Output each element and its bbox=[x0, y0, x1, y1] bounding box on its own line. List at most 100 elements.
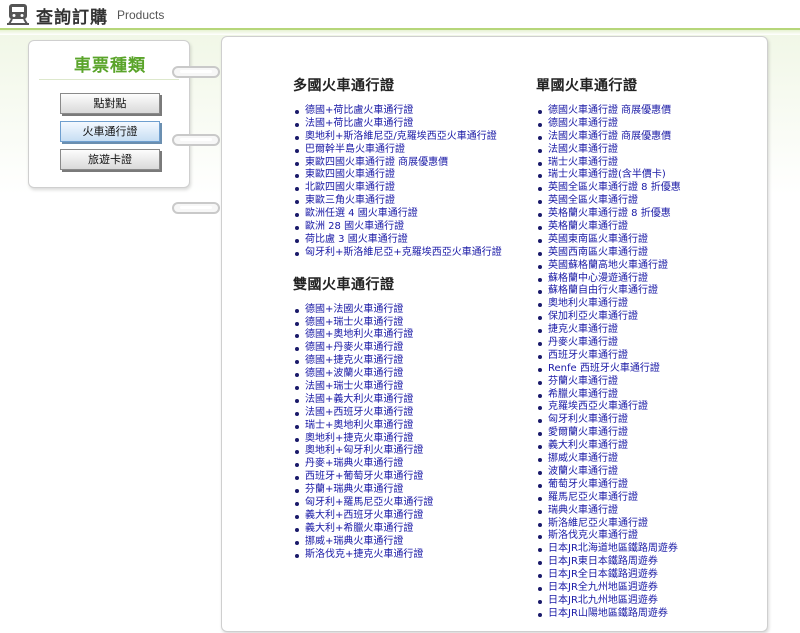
list-item: 斯洛伐克+捷克火車通行證 bbox=[293, 549, 513, 562]
list-item: 東歐四國火車通行證 商展優惠價 bbox=[293, 157, 513, 170]
list-item: 瑞士+奧地利火車通行證 bbox=[293, 420, 513, 433]
list-item: 英國東南區火車通行證 bbox=[536, 234, 756, 247]
pass-link[interactable]: 日本JR山陽地區鐵路周遊券 bbox=[548, 607, 668, 619]
pass-link[interactable]: 德國+瑞士火車通行證 bbox=[305, 316, 404, 328]
pass-link[interactable]: 奧地利+捷克火車通行證 bbox=[305, 432, 414, 444]
pass-link[interactable]: 奧地利+匈牙利火車通行證 bbox=[305, 445, 424, 457]
pass-link[interactable]: 法國+西班牙火車通行證 bbox=[305, 406, 414, 418]
pass-link[interactable]: 東歐四國火車通行證 bbox=[305, 169, 395, 181]
pass-link[interactable]: 日本JR東日本鐵路周遊券 bbox=[548, 556, 658, 568]
pass-link[interactable]: 斯洛維尼亞火車通行證 bbox=[548, 517, 648, 529]
list-item: 法國+荷比盧火車通行證 bbox=[293, 118, 513, 131]
list-item: 法國+西班牙火車通行證 bbox=[293, 407, 513, 420]
pass-link[interactable]: 德國火車通行證 商展優惠價 bbox=[548, 105, 672, 116]
pass-link[interactable]: 芬蘭+瑞典火車通行證 bbox=[305, 484, 404, 496]
single-country-list: 德國火車通行證 商展優惠價德國火車通行證法國火車通行證 商展優惠價法國火車通行證… bbox=[536, 105, 756, 621]
pass-link[interactable]: Renfe 西班牙火車通行證 bbox=[548, 362, 660, 374]
pass-link[interactable]: 挪威火車通行證 bbox=[548, 453, 618, 465]
list-item: 東歐四國火車通行證 bbox=[293, 169, 513, 182]
pass-link[interactable]: 日本JR北海道地區鐵路周遊券 bbox=[548, 543, 678, 555]
pass-link[interactable]: 瑞士火車通行證(含半價卡) bbox=[548, 169, 666, 181]
pass-link[interactable]: 英國蘇格蘭高地火車通行證 bbox=[548, 259, 668, 271]
page-subtitle: Products bbox=[117, 8, 165, 22]
pass-link[interactable]: 日本JR北九州地區週遊券 bbox=[548, 594, 658, 606]
pass-link[interactable]: 丹麥+瑞典火車通行證 bbox=[305, 458, 404, 470]
pass-link[interactable]: 挪威+瑞典火車通行證 bbox=[305, 535, 404, 547]
list-item: 歐洲任選 4 國火車通行證 bbox=[293, 208, 513, 221]
pass-link[interactable]: 德國+法國火車通行證 bbox=[305, 303, 404, 315]
pass-link[interactable]: 葡萄牙火車通行證 bbox=[548, 478, 628, 490]
list-item: 英國全區火車通行證 8 折優惠 bbox=[536, 182, 756, 195]
pass-link[interactable]: 匈牙利+斯洛維尼亞+克羅埃西亞火車通行證 bbox=[305, 246, 502, 258]
pass-link[interactable]: 法國+荷比盧火車通行證 bbox=[305, 117, 414, 129]
pass-link[interactable]: 法國火車通行證 bbox=[548, 143, 618, 155]
pass-link[interactable]: 義大利火車通行證 bbox=[548, 440, 628, 452]
pass-link[interactable]: 丹麥火車通行證 bbox=[548, 337, 618, 349]
pass-link[interactable]: 德國+奧地利火車通行證 bbox=[305, 329, 414, 341]
pass-link[interactable]: 英國西南區火車通行證 bbox=[548, 246, 648, 258]
pass-link[interactable]: 瑞士+奧地利火車通行證 bbox=[305, 419, 414, 431]
list-item: 挪威火車通行證 bbox=[536, 453, 756, 466]
pass-link[interactable]: 英國全區火車通行證 8 折優惠 bbox=[548, 182, 681, 194]
pass-link[interactable]: 愛爾蘭火車通行證 bbox=[548, 427, 628, 439]
travel-card-button[interactable]: 旅遊卡證 bbox=[60, 149, 160, 170]
pass-link[interactable]: 希臘火車通行證 bbox=[548, 388, 618, 400]
list-item: 東歐三角火車通行證 bbox=[293, 195, 513, 208]
pass-link[interactable]: 保加利亞火車通行證 bbox=[548, 311, 638, 323]
pass-link[interactable]: 瑞士火車通行證 bbox=[548, 156, 618, 168]
pass-link[interactable]: 奧地利火車通行證 bbox=[548, 298, 628, 310]
pass-link[interactable]: 英格蘭火車通行證 8 折優惠 bbox=[548, 208, 671, 220]
pass-link[interactable]: 東歐三角火車通行證 bbox=[305, 195, 395, 207]
list-item: 愛爾蘭火車通行證 bbox=[536, 427, 756, 440]
pass-link[interactable]: 西班牙火車通行證 bbox=[548, 349, 628, 361]
pass-link[interactable]: 捷克火車通行證 bbox=[548, 324, 618, 336]
single-country-heading: 單國火車通行證 bbox=[536, 78, 638, 94]
list-item: 奧地利+匈牙利火車通行證 bbox=[293, 445, 513, 458]
list-item: 義大利+西班牙火車通行證 bbox=[293, 510, 513, 523]
pass-link[interactable]: 日本JR全九州地區週遊券 bbox=[548, 581, 658, 593]
pass-link[interactable]: 瑞典火車通行證 bbox=[548, 504, 618, 516]
pass-link[interactable]: 斯洛伐克火車通行證 bbox=[548, 530, 638, 542]
pass-link[interactable]: 德國+波蘭火車通行證 bbox=[305, 368, 404, 380]
pass-link[interactable]: 芬蘭火車通行證 bbox=[548, 375, 618, 387]
pass-link[interactable]: 荷比盧 3 國火車通行證 bbox=[305, 233, 408, 245]
ticket-type-panel: 車票種類 點對點 火車通行證 旅遊卡證 bbox=[28, 40, 190, 188]
pass-link[interactable]: 羅馬尼亞火車通行證 bbox=[548, 491, 638, 503]
list-item: 奧地利+斯洛維尼亞/克羅埃西亞火車通行證 bbox=[293, 131, 513, 144]
pass-link[interactable]: 巴爾幹半島火車通行證 bbox=[305, 143, 405, 155]
pass-link[interactable]: 匈牙利火車通行證 bbox=[548, 414, 628, 426]
rail-pass-button[interactable]: 火車通行證 bbox=[60, 121, 160, 142]
list-item: 歐洲 28 國火車通行證 bbox=[293, 221, 513, 234]
pass-link[interactable]: 北歐四國火車通行證 bbox=[305, 182, 395, 194]
pass-link[interactable]: 歐洲 28 國火車通行證 bbox=[305, 221, 405, 233]
pass-link[interactable]: 法國火車通行證 商展優惠價 bbox=[548, 130, 672, 142]
pass-link[interactable]: 義大利+西班牙火車通行證 bbox=[305, 509, 424, 521]
pass-link[interactable]: 法國+義大利火車通行證 bbox=[305, 393, 414, 405]
pass-link[interactable]: 德國+捷克火車通行證 bbox=[305, 355, 404, 367]
pass-link[interactable]: 德國火車通行證 bbox=[548, 117, 618, 129]
pass-link[interactable]: 義大利+希臘火車通行證 bbox=[305, 522, 414, 534]
pass-link[interactable]: 蘇格蘭自由行火車通行證 bbox=[548, 285, 658, 297]
pass-link[interactable]: 克羅埃西亞火車通行證 bbox=[548, 401, 648, 413]
list-item: 希臘火車通行證 bbox=[536, 389, 756, 402]
list-item: 保加利亞火車通行證 bbox=[536, 311, 756, 324]
pass-link[interactable]: 英國東南區火車通行證 bbox=[548, 233, 648, 245]
pass-link[interactable]: 西班牙+葡萄牙火車通行證 bbox=[305, 471, 424, 483]
list-item: 英格蘭火車通行證 bbox=[536, 221, 756, 234]
pass-link[interactable]: 歐洲任選 4 國火車通行證 bbox=[305, 208, 418, 220]
pass-link[interactable]: 奧地利+斯洛維尼亞/克羅埃西亞火車通行證 bbox=[305, 130, 497, 142]
two-country-heading: 雙國火車通行證 bbox=[293, 276, 395, 293]
list-item: 日本JR山陽地區鐵路周遊券 bbox=[536, 608, 756, 621]
point-to-point-button[interactable]: 點對點 bbox=[60, 93, 160, 114]
pass-link[interactable]: 東歐四國火車通行證 商展優惠價 bbox=[305, 156, 449, 168]
pass-link[interactable]: 德國+丹麥火車通行證 bbox=[305, 342, 404, 354]
pass-link[interactable]: 斯洛伐克+捷克火車通行證 bbox=[305, 548, 424, 560]
pass-link[interactable]: 英格蘭火車通行證 bbox=[548, 221, 628, 233]
pass-link[interactable]: 匈牙利+羅馬尼亞火車通行證 bbox=[305, 497, 434, 509]
pass-link[interactable]: 日本JR全日本鐵路週遊券 bbox=[548, 569, 658, 581]
pass-link[interactable]: 蘇格蘭中心漫遊通行證 bbox=[548, 272, 648, 284]
pass-link[interactable]: 波蘭火車通行證 bbox=[548, 465, 618, 477]
pass-link[interactable]: 法國+瑞士火車通行證 bbox=[305, 381, 404, 393]
pass-link[interactable]: 德國+荷比盧火車通行證 bbox=[305, 105, 414, 116]
pass-link[interactable]: 英國全區火車通行證 bbox=[548, 195, 638, 207]
